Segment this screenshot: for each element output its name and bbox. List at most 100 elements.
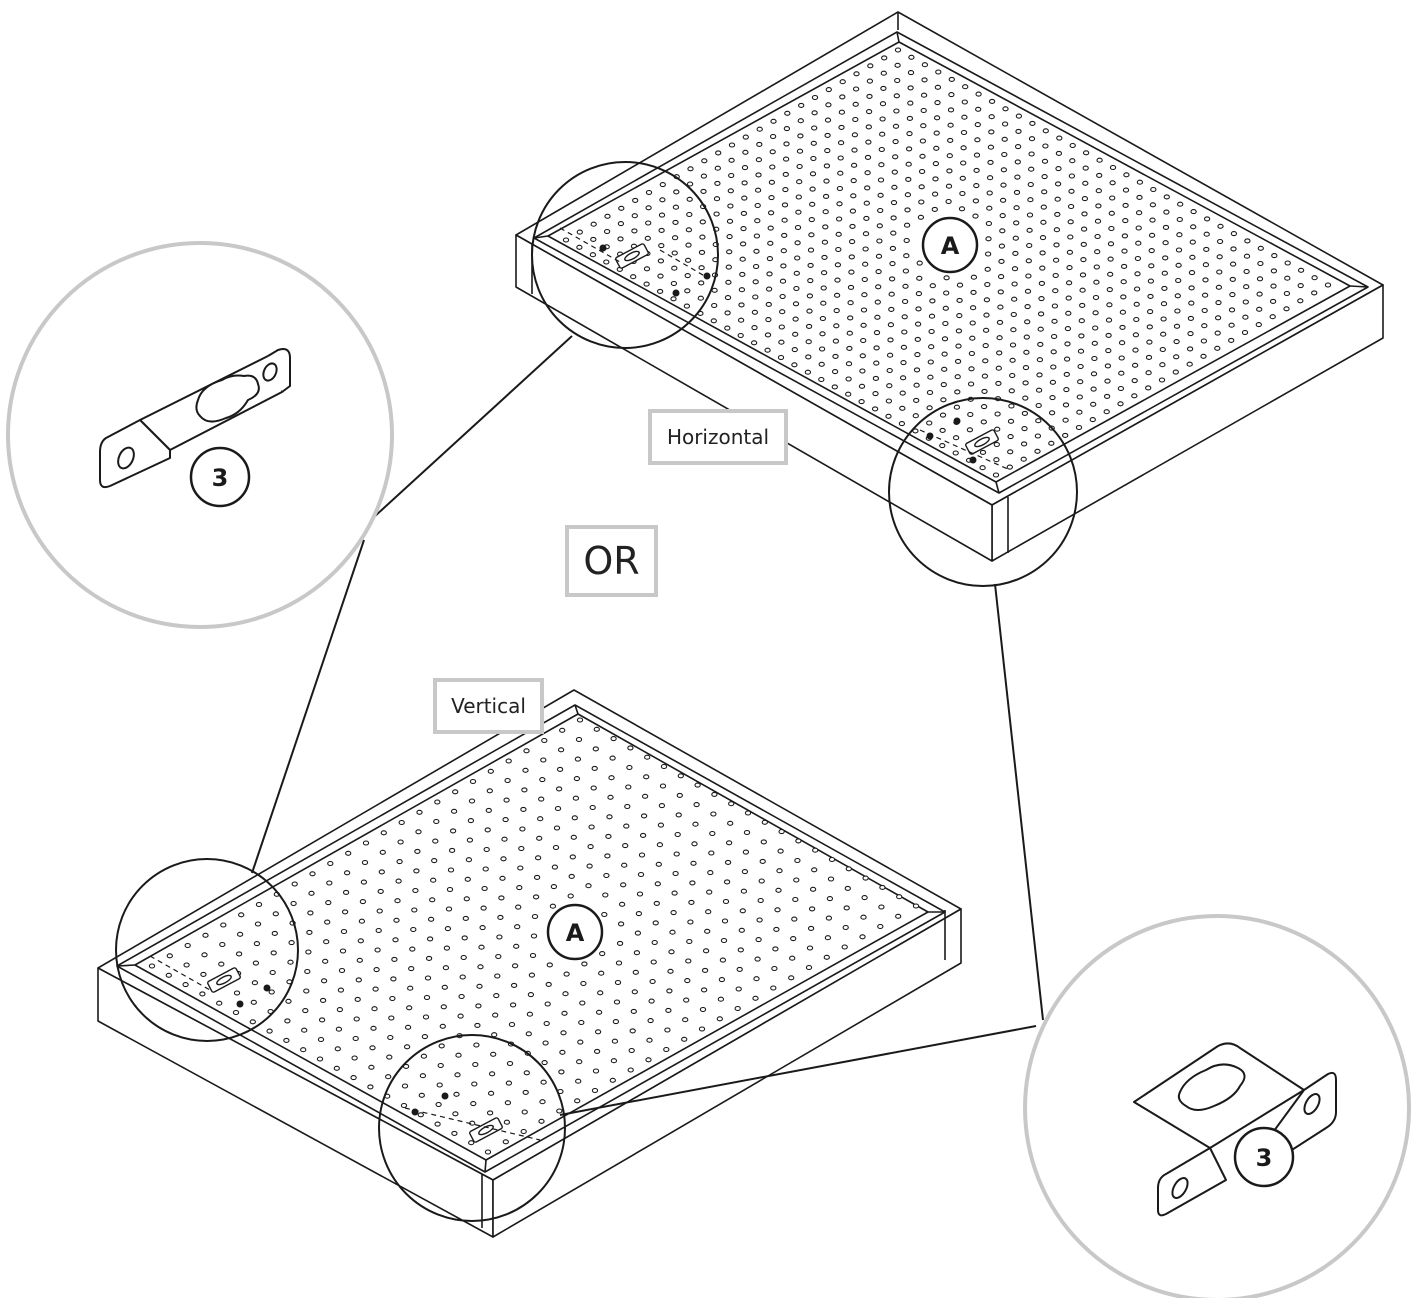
peg-hole <box>699 234 706 240</box>
peg-hole <box>518 845 525 852</box>
peg-hole <box>1007 434 1014 440</box>
peg-hole <box>698 280 705 286</box>
peg-hole <box>1117 385 1125 392</box>
peg-hole <box>1082 180 1089 186</box>
peg-hole <box>1027 197 1034 203</box>
peg-hole <box>734 1005 741 1012</box>
peg-hole <box>997 289 1004 295</box>
peg-hole <box>1026 227 1033 233</box>
peg-hole <box>1146 309 1154 315</box>
peg-hole <box>836 185 844 192</box>
peg-hole <box>916 275 923 281</box>
peg-hole <box>255 901 263 908</box>
peg-hole <box>903 253 910 259</box>
peg-hole <box>658 212 666 218</box>
peg-hole <box>952 450 959 456</box>
peg-hole <box>372 986 379 992</box>
peg-hole <box>484 1149 492 1155</box>
peg-hole <box>432 838 439 844</box>
part-label-3-right: 3 <box>1256 1144 1273 1172</box>
peg-hole <box>972 198 980 204</box>
peg-hole <box>251 980 259 986</box>
peg-hole <box>996 350 1003 356</box>
peg-hole <box>838 124 845 130</box>
peg-hole <box>530 933 538 939</box>
peg-hole <box>1001 151 1008 158</box>
peg-hole <box>1092 310 1099 316</box>
peg-hole <box>561 1010 568 1016</box>
peg-hole <box>877 207 884 214</box>
peg-hole <box>1215 284 1223 290</box>
peg-hole <box>987 144 995 150</box>
peg-hole <box>663 1046 670 1053</box>
peg-hole <box>1145 354 1153 360</box>
peg-hole <box>983 312 990 318</box>
peg-hole <box>714 165 721 171</box>
peg-hole <box>1002 106 1009 112</box>
peg-hole <box>1041 158 1049 164</box>
peg-hole <box>728 172 735 179</box>
peg-hole <box>268 989 275 995</box>
peg-hole <box>1050 333 1058 340</box>
peg-hole <box>1014 159 1021 165</box>
peg-hole <box>671 890 678 896</box>
peg-hole <box>994 426 1001 432</box>
peg-hole <box>754 218 761 224</box>
peg-hole <box>1109 195 1116 201</box>
peg-hole <box>975 106 982 112</box>
peg-hole <box>1175 262 1182 268</box>
peg-hole <box>470 1101 477 1107</box>
peg-hole <box>1270 283 1277 289</box>
peg-hole <box>879 116 886 122</box>
peg-hole <box>1062 402 1070 408</box>
peg-hole <box>521 787 528 793</box>
peg-hole <box>609 1077 616 1083</box>
peg-hole <box>753 976 760 982</box>
peg-hole <box>549 903 557 909</box>
peg-hole <box>891 169 898 175</box>
peg-hole <box>684 978 691 984</box>
peg-hole <box>892 154 899 160</box>
peg-hole <box>522 767 529 773</box>
peg-hole <box>573 776 581 782</box>
peg-hole <box>579 1000 586 1006</box>
peg-hole <box>752 294 759 300</box>
peg-hole <box>542 1040 549 1046</box>
peg-hole <box>586 863 593 869</box>
peg-hole <box>986 190 993 196</box>
peg-hole <box>1162 240 1169 246</box>
peg-hole <box>1150 186 1157 193</box>
peg-hole <box>498 895 505 901</box>
peg-hole <box>594 1029 602 1035</box>
peg-hole <box>806 308 813 314</box>
peg-hole <box>769 149 776 155</box>
peg-hole <box>845 866 852 872</box>
peg-hole <box>1228 337 1235 343</box>
peg-hole <box>545 981 552 987</box>
peg-hole <box>700 188 707 194</box>
peg-hole <box>776 868 783 874</box>
peg-hole <box>986 205 993 211</box>
peg-hole <box>592 746 599 752</box>
peg-hole <box>992 472 1000 478</box>
peg-hole <box>850 162 858 168</box>
peg-hole <box>447 867 455 873</box>
peg-hole <box>390 976 397 982</box>
peg-hole <box>986 175 994 181</box>
peg-hole <box>933 145 940 151</box>
peg-hole <box>645 1057 652 1063</box>
peg-hole <box>691 841 698 847</box>
peg-hole <box>670 910 677 916</box>
peg-hole <box>1271 253 1278 259</box>
peg-hole <box>671 250 678 256</box>
peg-hole <box>406 1005 413 1011</box>
peg-hole <box>756 126 763 132</box>
peg-hole <box>503 1119 511 1125</box>
peg-hole <box>597 990 604 996</box>
peg-hole <box>1135 225 1142 231</box>
peg-hole <box>481 885 488 892</box>
peg-hole <box>915 306 922 312</box>
peg-hole <box>699 1006 707 1013</box>
peg-hole <box>367 1084 374 1090</box>
peg-hole <box>1000 182 1007 188</box>
